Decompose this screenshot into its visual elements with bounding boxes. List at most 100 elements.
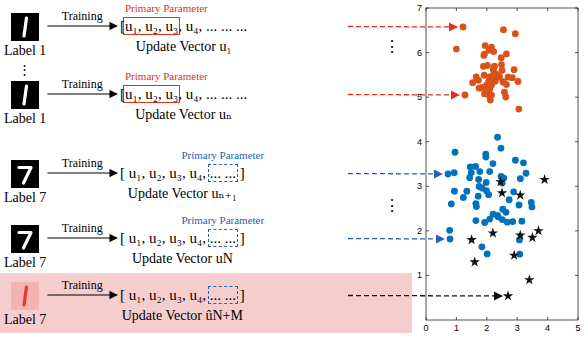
edge-label-holder: Training xyxy=(62,78,103,91)
scatter-dot xyxy=(511,66,518,73)
scatter-dot xyxy=(488,82,495,89)
vector-text: [u₁, u₂, u₃, u₄, ... ... ... xyxy=(118,18,249,35)
scatter-dot xyxy=(512,157,519,164)
axis-tick xyxy=(575,275,578,276)
scatter-star xyxy=(524,274,534,284)
update-vector: Primary Parameter[u₁, u₂, u₃, u₄, ... ..… xyxy=(118,2,249,55)
scatter-dot xyxy=(445,171,452,178)
scatter-dot xyxy=(506,196,513,203)
sample-label: Label 7 xyxy=(4,312,46,328)
axis-tick xyxy=(456,8,457,11)
scatter-dot xyxy=(469,79,476,86)
axis-tick xyxy=(517,317,518,320)
digit-stroke xyxy=(19,232,31,248)
scatter-dot xyxy=(485,191,492,198)
scatter-dot xyxy=(498,54,505,61)
label-holder: 2 xyxy=(484,323,489,333)
scatter-dot xyxy=(516,202,523,209)
scatter-dot xyxy=(499,67,506,74)
edge-label: Training xyxy=(62,10,103,23)
edge-label: Training xyxy=(62,78,103,91)
axis-tick-label: 4 xyxy=(545,323,550,333)
label-holder: ⋮ xyxy=(384,38,400,56)
digit-background xyxy=(11,81,39,109)
axis-tick xyxy=(575,186,578,187)
scatter-dot xyxy=(481,85,488,92)
primary-parameter-label: Primary Parameter xyxy=(125,70,256,82)
input-sample: Label 7 xyxy=(4,282,46,328)
axis-tick xyxy=(456,317,457,320)
digit-stroke xyxy=(24,18,27,36)
scatter-dot xyxy=(453,46,460,53)
scatter-star xyxy=(495,176,505,186)
scatter-star xyxy=(503,290,513,300)
axis-tick xyxy=(575,230,578,231)
edge-label: Training xyxy=(62,157,103,170)
scatter-dot xyxy=(460,194,467,201)
scatter-dot xyxy=(484,62,491,69)
scatter-dot xyxy=(529,203,536,210)
edge-label-holder: Training xyxy=(62,279,103,292)
digit-image xyxy=(11,225,39,253)
axis-tick xyxy=(575,141,578,142)
axis-tick xyxy=(575,52,578,53)
scatter-dot xyxy=(483,179,490,186)
axis-tick xyxy=(426,275,429,276)
primary-parameter-label: Primary Parameter xyxy=(181,214,329,226)
ellipsis-mark: ⋮ xyxy=(18,62,31,77)
sample-label: Label 7 xyxy=(4,255,46,271)
axis-tick xyxy=(575,8,578,9)
pointer-arrow xyxy=(348,26,457,28)
scatter-dot xyxy=(460,24,467,31)
pointer-arrow xyxy=(348,94,459,96)
pointer-arrow xyxy=(348,173,442,175)
axis-tick xyxy=(547,8,548,11)
scatter-dot xyxy=(466,174,473,181)
digit-stroke xyxy=(24,287,27,305)
scatter-dot xyxy=(451,169,458,176)
scatter-dot xyxy=(481,219,488,226)
scatter-dot xyxy=(512,30,519,37)
label-holder: 4 xyxy=(417,137,422,147)
label-holder: 6 xyxy=(417,48,422,58)
primary-parameter-label: Primary Parameter xyxy=(125,2,256,14)
label-holder: 1 xyxy=(417,270,422,280)
ellipsis-mark: ⋮ xyxy=(384,38,400,56)
scatter-dot xyxy=(481,72,488,79)
scatter-star xyxy=(466,234,476,244)
vector-text: [ u₁, u₂, u₃, u₄, ... ... ] xyxy=(118,287,247,304)
axis-tick xyxy=(426,230,429,231)
axis-tick-label: 6 xyxy=(417,48,422,58)
input-sample: Label 7 xyxy=(4,225,46,271)
pointer-arrow xyxy=(348,295,502,297)
axis-tick-label: 3 xyxy=(417,181,422,191)
edge-label-holder: Training xyxy=(62,10,103,23)
sample-label: Label 1 xyxy=(4,111,46,127)
axis-tick-label: 1 xyxy=(417,270,422,280)
scatter-dot xyxy=(490,160,497,167)
axis-tick-label: 2 xyxy=(417,226,422,236)
axis-ticks xyxy=(426,8,578,320)
scatter-star xyxy=(515,190,525,200)
axis-tick-label: 4 xyxy=(417,137,422,147)
axis-tick xyxy=(578,8,579,11)
label-holder: 1 xyxy=(454,323,459,333)
digit-background xyxy=(11,160,39,188)
scatter-dot xyxy=(502,94,509,101)
label-holder: ⋮ xyxy=(384,197,400,215)
label-holder: 0 xyxy=(423,323,428,333)
scatter-dot xyxy=(482,151,489,158)
sample-label: Label 1 xyxy=(4,43,46,59)
axis-tick xyxy=(517,8,518,11)
ellipsis-mark: ⋮ xyxy=(384,197,400,215)
label-holder: ⋮ xyxy=(18,62,31,77)
label-holder: 5 xyxy=(575,323,580,333)
digit-image xyxy=(11,160,39,188)
scatter-star xyxy=(539,174,549,184)
axis-tick-label: 1 xyxy=(454,323,459,333)
vector-caption: Update Vector u₁ xyxy=(136,39,267,55)
scatter-star xyxy=(497,187,507,197)
scatter-dot xyxy=(491,70,498,77)
scatter-dot xyxy=(503,81,510,88)
scatter-dot xyxy=(498,145,505,152)
